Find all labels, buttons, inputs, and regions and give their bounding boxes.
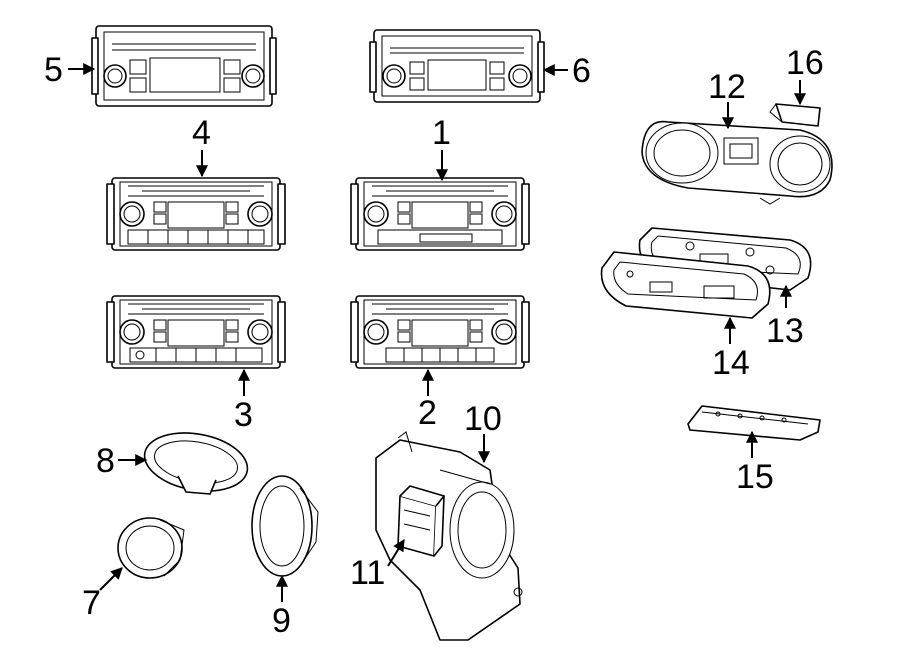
clip-16 (769, 103, 821, 127)
callout-4: 4 (192, 114, 211, 152)
radio-unit-6 (369, 29, 545, 103)
radio-unit-2 (350, 295, 530, 369)
arrow-11 (387, 538, 405, 567)
arrow-7 (99, 567, 123, 591)
callout-6: 6 (572, 52, 591, 90)
callout-8: 8 (96, 442, 115, 480)
cluster-bezel-12 (641, 120, 833, 205)
callout-1: 1 (432, 114, 451, 152)
callout-16: 16 (786, 44, 824, 82)
callout-3: 3 (234, 396, 253, 434)
callout-7: 7 (82, 584, 101, 622)
speaker-7 (117, 517, 185, 579)
radio-unit-3 (106, 295, 286, 369)
callout-15: 15 (736, 458, 774, 496)
radio-unit-4 (106, 177, 286, 251)
speaker-9 (251, 475, 319, 577)
bracket-15 (687, 405, 821, 441)
callout-12: 12 (708, 68, 746, 106)
callout-5: 5 (44, 51, 63, 89)
callout-14: 14 (712, 344, 750, 382)
amplifier-11 (397, 485, 445, 557)
radio-unit-1 (350, 177, 530, 251)
cluster-housing-14 (600, 251, 771, 319)
radio-unit-5 (91, 25, 277, 107)
leader-arrows (68, 63, 806, 602)
callout-9: 9 (272, 602, 291, 640)
callout-13: 13 (766, 312, 804, 350)
callout-2: 2 (418, 394, 437, 432)
callout-10: 10 (464, 400, 502, 438)
callout-11: 11 (350, 554, 385, 592)
callout-numbers: 5 6 4 1 3 2 12 16 13 14 15 8 7 9 10 11 (44, 44, 824, 640)
speaker-8 (143, 432, 249, 495)
